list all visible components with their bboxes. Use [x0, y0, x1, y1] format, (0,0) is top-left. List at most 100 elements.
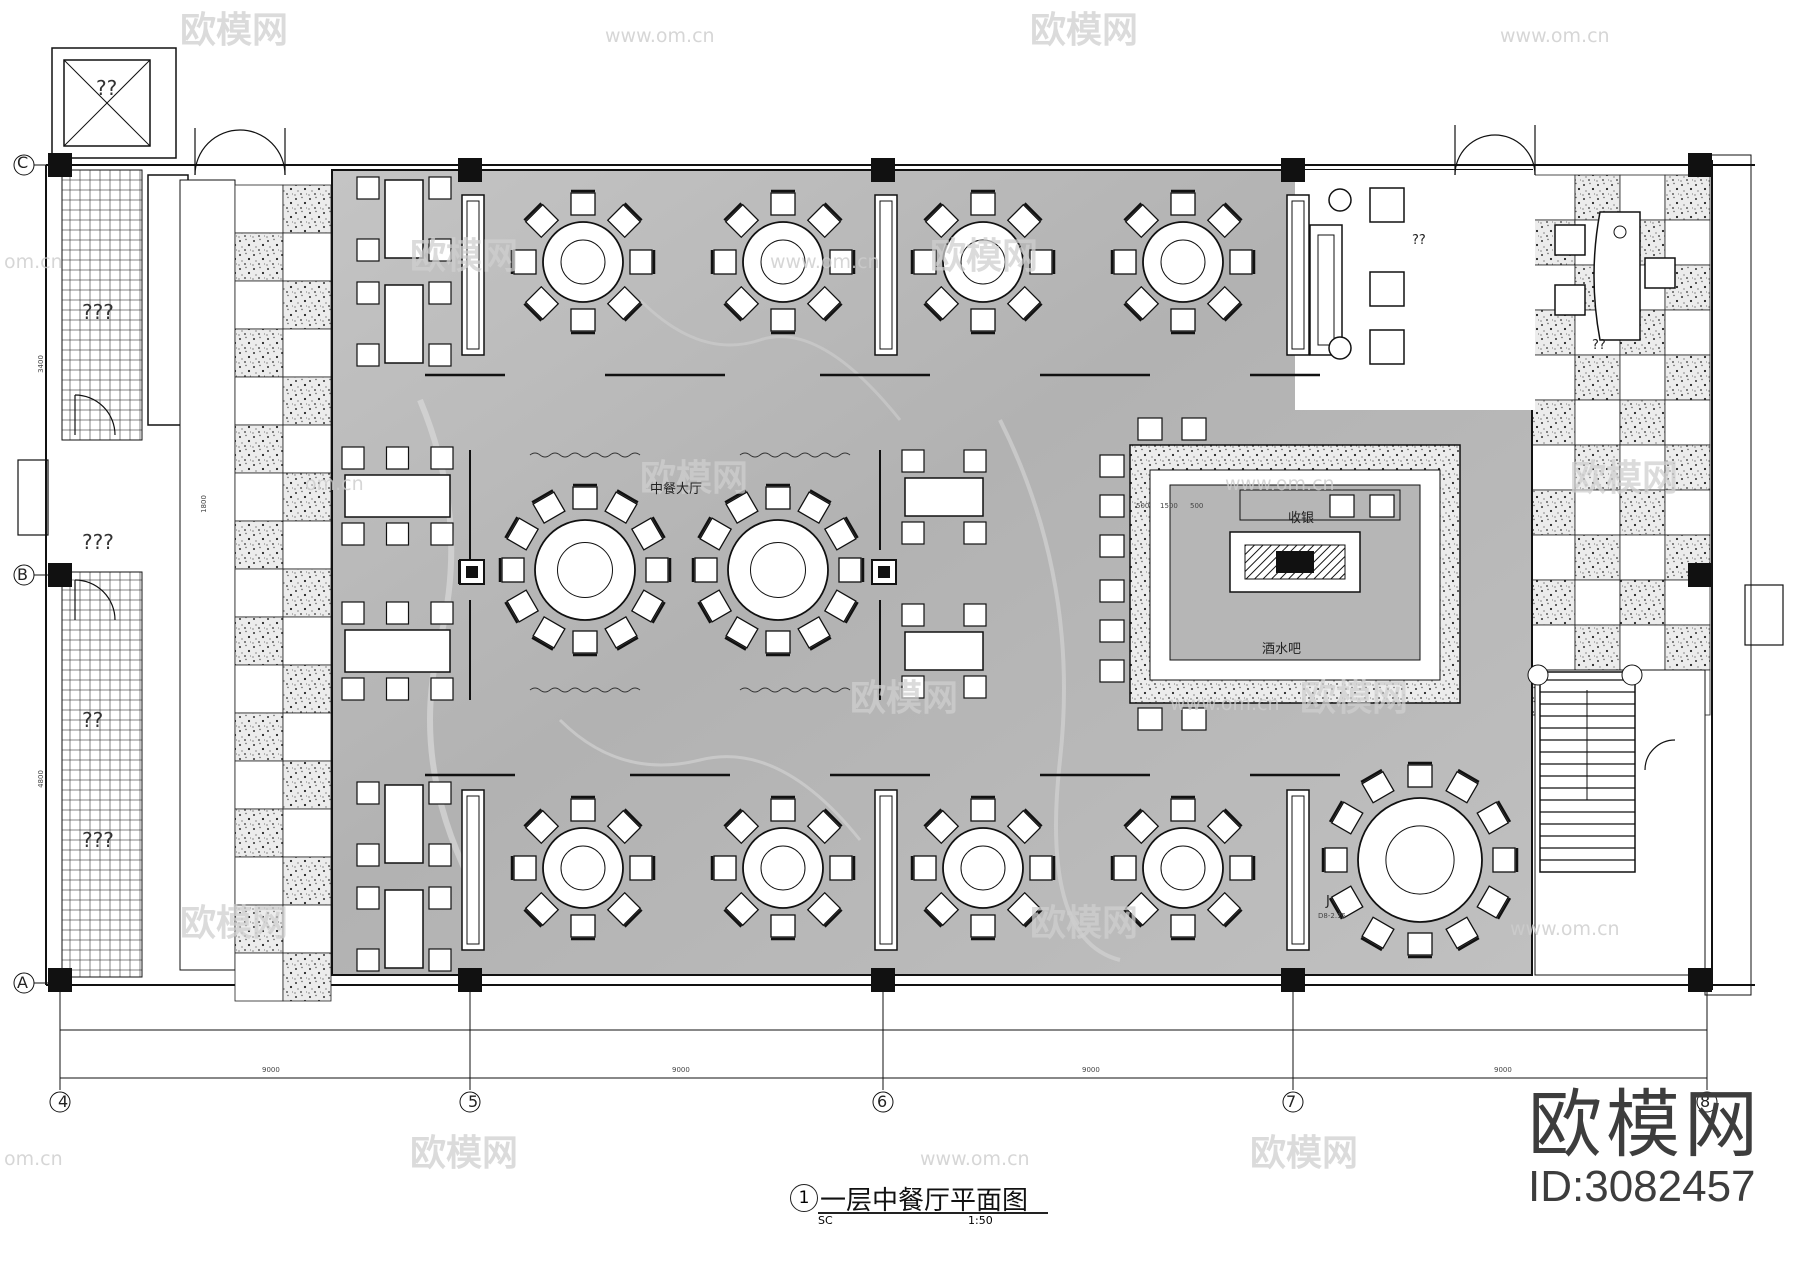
floor-tile — [234, 904, 284, 954]
chair-back — [723, 808, 743, 828]
right-staircase — [1527, 664, 1643, 873]
chair — [1206, 203, 1242, 239]
watermark-logo: 欧模网 — [1300, 678, 1408, 719]
bar-stool — [1099, 454, 1125, 478]
chair — [806, 809, 842, 845]
chair — [356, 176, 380, 200]
dim-bottom-3: 9000 — [1082, 1066, 1100, 1074]
chair-back — [1023, 808, 1043, 828]
chair — [1407, 932, 1433, 956]
floor-tile — [1619, 399, 1666, 446]
chair — [963, 675, 987, 699]
floor-tile — [282, 664, 332, 714]
chair — [341, 601, 365, 625]
chair — [1361, 916, 1395, 950]
chair — [1476, 801, 1510, 835]
axis-bubble — [49, 1091, 71, 1113]
drawing-number: 1 — [790, 1184, 818, 1212]
watermark-logo: 欧模网 — [180, 10, 288, 51]
chair — [901, 521, 925, 545]
chair — [428, 781, 452, 805]
floor-tile — [1664, 579, 1711, 626]
floor-tile — [1664, 309, 1711, 356]
lazy-susan — [560, 845, 606, 891]
chair — [1006, 891, 1042, 927]
chair-back — [923, 302, 943, 322]
room-label-cashier: 收银 — [1288, 511, 1315, 526]
chair — [1113, 855, 1137, 881]
axis-bubble — [13, 154, 35, 176]
chair — [1476, 885, 1510, 919]
axis-grid — [13, 154, 1718, 1113]
chair-back — [1123, 908, 1143, 928]
column-core — [466, 566, 478, 578]
chair — [1330, 801, 1364, 835]
tile-strip-left — [234, 184, 332, 1002]
chair — [428, 886, 452, 910]
chair — [645, 557, 669, 583]
room-label-bar: 酒水吧 — [1262, 642, 1302, 657]
floor-tile — [282, 760, 332, 810]
watermark-logo: 欧模网 — [1570, 458, 1678, 499]
rect-table — [356, 886, 452, 972]
chair — [506, 517, 540, 551]
bar-stool — [1099, 494, 1125, 518]
axis-bubble — [1282, 1091, 1304, 1113]
chair — [699, 517, 733, 551]
chair — [963, 449, 987, 473]
chair — [901, 449, 925, 473]
chair — [901, 675, 925, 699]
chair — [770, 308, 796, 332]
chair — [356, 281, 380, 305]
chair — [1229, 249, 1253, 275]
partition-inner — [1291, 795, 1305, 945]
chair-back — [724, 489, 747, 504]
chair — [356, 886, 380, 910]
chair-back — [823, 302, 843, 322]
chair — [385, 446, 410, 470]
table-top — [384, 889, 424, 969]
watermark-short: om.cn — [4, 251, 63, 273]
chair-back — [923, 202, 943, 222]
chair — [901, 603, 925, 627]
chair — [430, 522, 454, 546]
chair — [606, 203, 642, 239]
stair-post — [1621, 664, 1643, 686]
chair — [765, 630, 791, 654]
chair — [604, 615, 638, 649]
bar-stool — [1181, 417, 1207, 441]
column — [1281, 158, 1305, 182]
partition-inner — [1291, 200, 1305, 350]
chair — [970, 308, 996, 332]
column — [1688, 563, 1712, 587]
chair-back — [1123, 302, 1143, 322]
floor-tile — [282, 568, 332, 618]
column-core — [878, 566, 890, 578]
partition-inner — [879, 200, 893, 350]
title-underline — [818, 1212, 1048, 1214]
chair-back — [809, 636, 832, 651]
chair — [963, 603, 987, 627]
lazy-susan — [760, 845, 806, 891]
round-table — [910, 189, 1056, 335]
watermark-logo: 欧模网 — [930, 236, 1038, 277]
chair-back — [651, 516, 666, 539]
floor-tile — [1574, 579, 1621, 626]
rectangular-tables — [341, 176, 987, 972]
chair-back — [623, 808, 643, 828]
chair — [924, 285, 960, 321]
chair — [913, 855, 937, 881]
floor-tile — [234, 952, 284, 1002]
lazy-susan — [750, 542, 806, 598]
chair-back — [1023, 908, 1043, 928]
dim-bottom-1: 9000 — [262, 1066, 280, 1074]
round-table — [910, 795, 1056, 941]
room-label-left-3: ?? — [82, 708, 104, 732]
axis-col-6: 6 — [877, 1092, 888, 1111]
chair — [1124, 285, 1160, 321]
watermark-url: www.om.cn — [605, 25, 715, 47]
floor-tile — [234, 664, 284, 714]
chair-back — [1023, 302, 1043, 322]
chair — [1445, 916, 1479, 950]
